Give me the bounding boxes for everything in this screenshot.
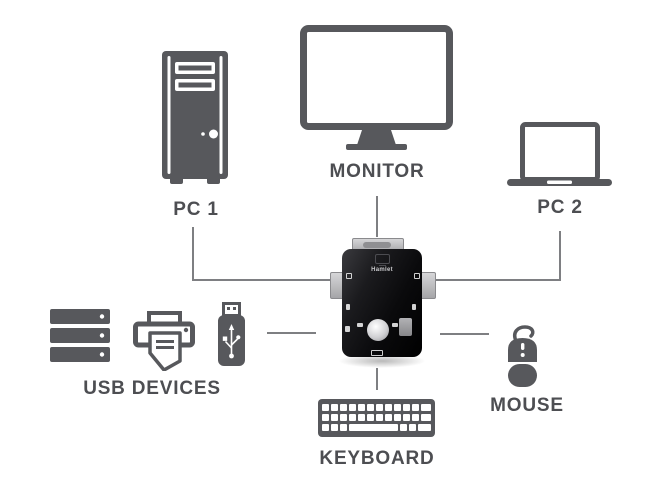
kvm-indicator-left-1 — [346, 273, 352, 279]
keyboard-label: KEYBOARD — [319, 448, 435, 469]
kvm-brand-label: Hamlet — [371, 267, 393, 273]
kvm-switch-device: Hamlet — [330, 236, 436, 368]
line-kvm-to-mouse — [440, 333, 489, 335]
line-kvm-to-keyboard — [376, 368, 378, 390]
kvm-side-port — [399, 318, 412, 336]
printer-svg — [133, 311, 195, 372]
line-monitor-to-kvm — [376, 196, 378, 237]
line-pc2-to-kvm-horizontal — [434, 279, 561, 281]
keyboard-icon — [318, 399, 435, 437]
line-pc2-to-kvm-vertical — [559, 231, 561, 281]
server-stack-icon — [50, 309, 110, 362]
kvm-indicator-right-2 — [412, 304, 416, 310]
desktop-tower-icon — [162, 51, 228, 185]
line-pc1-to-kvm-vertical — [192, 227, 194, 281]
printer-icon — [133, 311, 195, 372]
kvm-vga-top-pins — [363, 242, 391, 248]
keyboard-svg — [318, 399, 435, 437]
kvm-usb-port-mark — [371, 350, 383, 356]
line-usb-devices-to-kvm — [267, 332, 316, 334]
kvm-select-button — [367, 319, 389, 341]
pc2-label: PC 2 — [537, 197, 583, 218]
laptop-icon — [507, 122, 612, 186]
kvm-indicator-right-1 — [414, 273, 420, 279]
kvm-monitor-glyph-base — [379, 264, 386, 266]
mouse-svg — [508, 325, 537, 387]
laptop-svg — [507, 122, 612, 186]
usb-devices-label: USB DEVICES — [83, 378, 221, 399]
mouse-label: MOUSE — [490, 395, 564, 416]
kvm-indicator-left-2 — [346, 304, 350, 310]
monitor-icon — [300, 25, 453, 150]
pc1-label: PC 1 — [173, 199, 219, 220]
kvm-shadow — [338, 354, 426, 368]
monitor-svg — [300, 25, 453, 150]
kvm-pc2-indicator — [392, 323, 398, 327]
kvm-usb-glyph-left — [345, 326, 350, 332]
kvm-vga-port-right — [420, 272, 436, 299]
kvm-body: Hamlet — [342, 249, 422, 357]
kvm-pc1-indicator — [357, 323, 363, 327]
monitor-label: MONITOR — [329, 161, 425, 182]
usb-stick-icon — [218, 302, 245, 366]
usb-stick-svg — [218, 302, 245, 366]
mouse-icon — [506, 324, 544, 388]
line-pc1-to-kvm-horizontal — [192, 279, 332, 281]
kvm-monitor-glyph — [375, 254, 390, 264]
desktop-tower-svg — [162, 51, 228, 184]
server-stack-svg — [50, 309, 110, 362]
